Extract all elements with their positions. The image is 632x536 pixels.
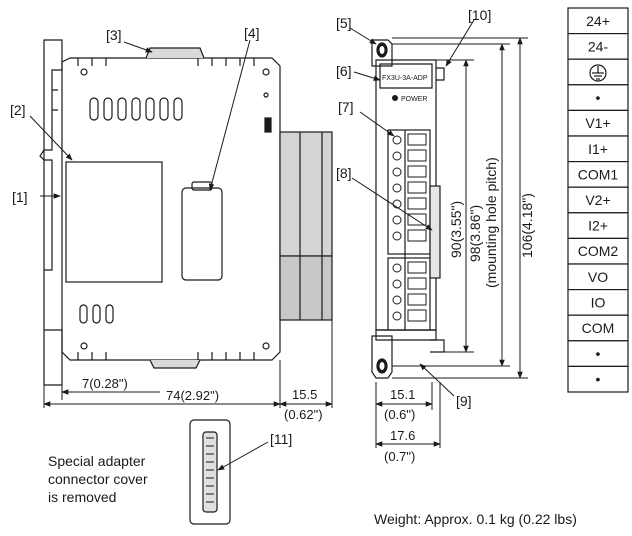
dimension-labels: 7(0.28") 74(2.92") 15.5 (0.62") 15.1 (0.…	[82, 157, 535, 464]
terminal-cell	[567, 7, 629, 35]
terminal-label: •	[596, 90, 601, 106]
terminal-cell	[567, 186, 629, 214]
dim-front-w1: 15.1	[390, 387, 415, 402]
callout-8: [8]	[336, 165, 352, 181]
vent-slots-top	[89, 97, 183, 121]
weight-label: Weight: Approx. 0.1 kg (0.22 lbs)	[374, 511, 577, 527]
power-label: POWER	[401, 96, 427, 103]
dim-din-offset: 7(0.28")	[82, 376, 128, 391]
terminal-label: COM2	[578, 243, 619, 259]
bottom-connector-bump	[149, 359, 201, 369]
top-ribs	[77, 58, 255, 66]
terminal-label: 24-	[588, 38, 609, 54]
terminal-cell	[567, 212, 629, 240]
cover-note-line-3: is removed	[48, 489, 116, 505]
callout-11: [11]	[270, 431, 292, 447]
vent-slots-bottom	[79, 304, 114, 324]
terminal-label: •	[596, 371, 601, 387]
terminal-cell	[567, 161, 629, 188]
callout-3: [3]	[106, 27, 122, 43]
callout-4: [4]	[244, 25, 260, 41]
dim-front-w2-in: (0.7")	[384, 449, 415, 464]
terminal-label: VO	[588, 269, 608, 285]
side-projection-upper	[279, 131, 333, 257]
top-connector-bump	[145, 47, 205, 59]
dim-h106: 106(4.18")	[519, 193, 535, 258]
callout-1: [1]	[12, 189, 28, 205]
terminal-screws	[392, 133, 427, 322]
cover-note: Special adapter connector cover is remov…	[48, 453, 148, 505]
front-leaders	[349, 19, 475, 397]
dim-h90: 90(3.55")	[448, 201, 464, 258]
dim-side-depth-in: (0.62")	[284, 407, 323, 422]
connector-cover	[189, 419, 269, 525]
side-dimension-lines	[43, 320, 333, 408]
front-dimension-lines	[375, 37, 528, 448]
terminal-label: IO	[591, 294, 606, 310]
callout-5: [5]	[336, 15, 352, 31]
side-projection-lower	[279, 255, 333, 321]
callout-2: [2]	[10, 102, 26, 118]
dim-side-depth: 15.5	[292, 387, 317, 402]
callout-10: [10]	[468, 7, 491, 23]
terminal-cell	[567, 340, 629, 367]
dim-h98: 98(3.86")	[467, 205, 483, 262]
terminal-label: •	[596, 346, 601, 362]
dim-h98-note: (mounting hole pitch)	[483, 157, 499, 288]
terminal-label: COM1	[578, 166, 619, 182]
terminal-label: I1+	[588, 141, 608, 157]
terminal-plug	[429, 185, 441, 279]
cover-note-line-1: Special adapter	[48, 453, 146, 469]
terminal-table	[567, 7, 629, 393]
callout-9: [9]	[456, 393, 472, 409]
dim-front-w1-in: (0.6")	[384, 407, 415, 422]
bottom-ribs	[77, 352, 255, 360]
side-leaders	[29, 39, 251, 199]
terminal-cell	[567, 237, 629, 265]
cover-note-line-2: connector cover	[48, 471, 148, 487]
label-area	[65, 161, 163, 283]
terminal-cell	[567, 263, 629, 291]
callout-7: [7]	[338, 99, 354, 115]
module-label: FX3U-3A-ADP	[382, 75, 428, 82]
terminal-cell	[567, 84, 629, 112]
ground-icon	[589, 64, 607, 82]
terminal-cell	[567, 314, 629, 342]
battery-slot	[181, 187, 223, 281]
power-led	[392, 95, 398, 101]
dim-depth: 74(2.92")	[166, 388, 219, 403]
terminal-cell	[567, 365, 629, 393]
side-view	[39, 39, 333, 386]
dim-front-w2: 17.6	[390, 428, 415, 443]
terminal-label: COM	[582, 320, 615, 336]
terminal-label: I2+	[588, 218, 608, 234]
terminal-cell	[567, 32, 629, 60]
housing-outline	[61, 57, 281, 361]
callout-labels: [1] [2] [3] [4] [5] [6] [7] [8] [9] [10]…	[10, 7, 491, 447]
terminal-label: 24+	[586, 13, 610, 29]
din-rail-clip	[43, 39, 63, 386]
callout-6: [6]	[336, 63, 352, 79]
terminal-label: V2+	[585, 192, 610, 208]
terminal-label: V1+	[585, 115, 610, 131]
